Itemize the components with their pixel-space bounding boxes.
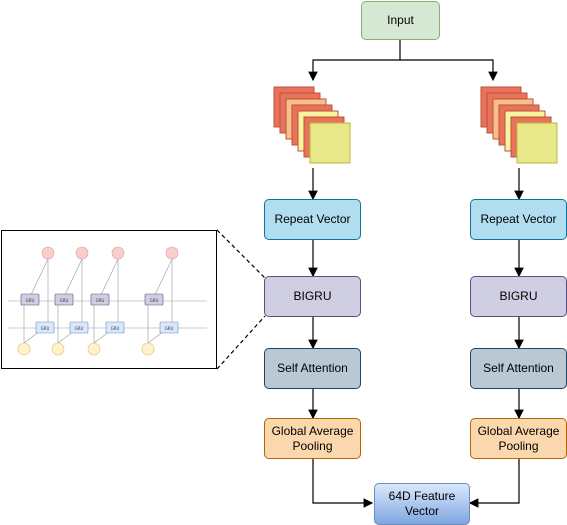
backward-gru-label: GRU: [111, 326, 120, 331]
edge-left-gap-output: [312, 459, 374, 508]
output-node-circle: [41, 246, 55, 260]
feature-maps-left: [273, 86, 351, 164]
forward-gru-cell: [20, 293, 40, 306]
backward-gru-cell: [159, 321, 179, 334]
forward-gru-cell: [90, 293, 110, 306]
forward-gru-cell: [144, 293, 164, 306]
bigru-detail-inset: GRU GRU GRU GRU GRU GRU GRU GRU: [1, 230, 217, 369]
forward-gru-cell: [54, 293, 74, 306]
right-global-average-pooling-node: Global Average Pooling: [470, 418, 567, 459]
backward-gru-label: GRU: [165, 326, 174, 331]
edge-right-gap-output: [468, 459, 520, 508]
input-node-circle: [17, 342, 31, 356]
right-bigru-node: BIGRU: [470, 276, 567, 317]
forward-gru-label: GRU: [60, 298, 69, 303]
right-repeat-vector-node: Repeat Vector: [470, 199, 567, 240]
input-node-circle: [51, 342, 65, 356]
forward-gru-label: GRU: [150, 298, 159, 303]
left-self-attention-node: Self Attention: [264, 348, 361, 389]
edge-input-split: [308, 40, 401, 82]
zoom-lines: [216, 229, 266, 370]
output-node-circle: [111, 246, 125, 260]
backward-gru-label: GRU: [41, 326, 50, 331]
left-repeat-vector-node: Repeat Vector: [264, 199, 361, 240]
forward-gru-label: GRU: [26, 298, 35, 303]
backward-gru-cell: [69, 321, 89, 334]
backward-gru-cell: [35, 321, 55, 334]
output-node-circle: [75, 246, 89, 260]
input-node: Input: [361, 1, 440, 40]
feature-map-layer: [516, 122, 558, 164]
forward-gru-label: GRU: [96, 298, 105, 303]
bigru-detail-figure: GRU GRU GRU GRU GRU GRU GRU GRU: [8, 246, 207, 356]
input-node-circle: [141, 342, 155, 356]
feature-map-layer: [309, 122, 351, 164]
feature-vector-output-node: 64D Feature Vector: [374, 483, 470, 525]
connectors: [308, 40, 524, 508]
backward-gru-cell: [105, 321, 125, 334]
output-node-circle: [165, 246, 179, 260]
edge-input-split-right: [400, 59, 498, 82]
backward-gru-label: GRU: [75, 326, 84, 331]
feature-maps-right: [480, 86, 558, 164]
input-node-circle: [87, 342, 101, 356]
left-global-average-pooling-node: Global Average Pooling: [264, 418, 361, 459]
left-bigru-node: BIGRU: [264, 276, 361, 317]
right-self-attention-node: Self Attention: [470, 348, 567, 389]
